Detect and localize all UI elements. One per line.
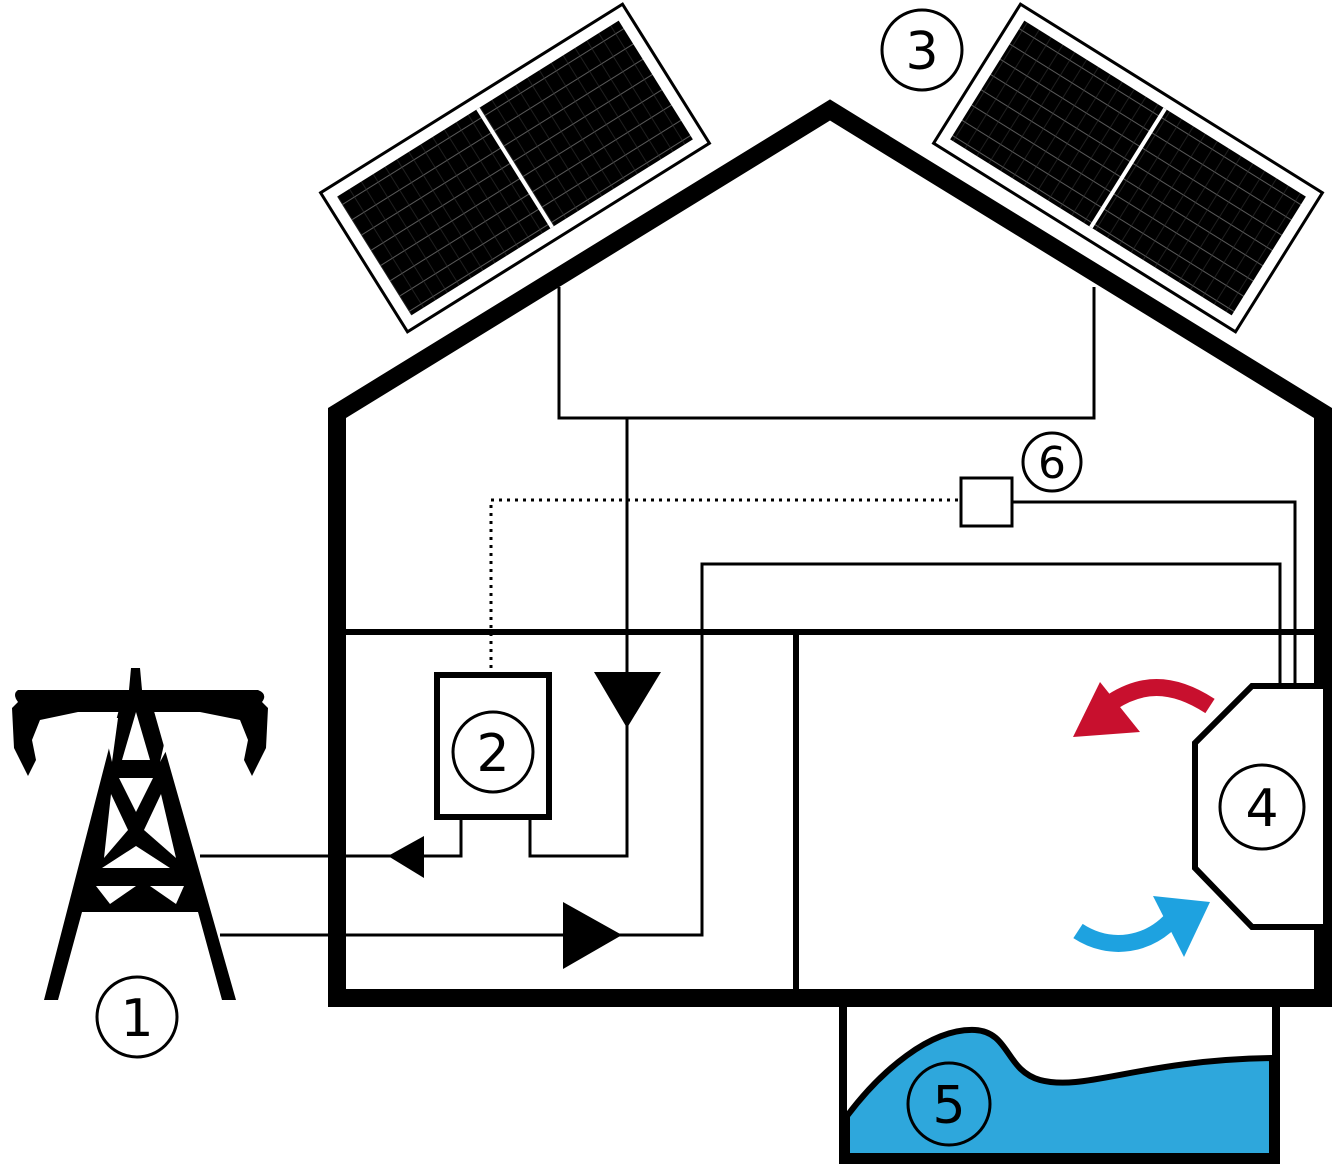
grid-to-heatpump-wire [220, 562, 1282, 937]
solar-label-group: 3 [880, 8, 964, 92]
power-pylon-icon: 1 [12, 668, 268, 1059]
meter-to-grid-wire [200, 818, 463, 858]
cool-air-arrow [1073, 896, 1210, 957]
label-circle-5 [906, 1061, 992, 1147]
label-circle-6 [1021, 431, 1083, 493]
solar-to-meter-wire [528, 418, 629, 858]
label-circle-1 [95, 975, 179, 1059]
wiring [200, 287, 1297, 937]
export-flow-arrow [388, 836, 424, 878]
grid-label: 1 [120, 989, 153, 1049]
heat-pump-label: 4 [1245, 779, 1278, 839]
warm-air-arrow [1073, 679, 1215, 737]
solar-feed-wire [557, 287, 1096, 420]
meter: 2 [434, 672, 552, 820]
solar-flow-arrow [594, 672, 661, 728]
solar-panel-left [318, 2, 712, 334]
solar-label: 3 [905, 22, 938, 82]
import-flow-arrow [563, 902, 622, 969]
meter-label: 2 [476, 724, 509, 784]
label-circle-4 [1218, 763, 1306, 851]
pool: 5 [839, 1004, 1280, 1164]
controller-to-heatpump-wire [1012, 500, 1297, 686]
controller-label: 6 [1038, 438, 1066, 489]
label-circle-2 [451, 710, 535, 794]
house-outline [328, 99, 1332, 1007]
pool-water [844, 1026, 1275, 1159]
label-circle-3 [880, 8, 964, 92]
pool-label: 5 [932, 1076, 965, 1136]
controller: 6 [959, 431, 1083, 528]
solar-panel-right [931, 2, 1325, 334]
signal-wire [489, 498, 961, 668]
heat-pump: 4 [1192, 683, 1323, 930]
